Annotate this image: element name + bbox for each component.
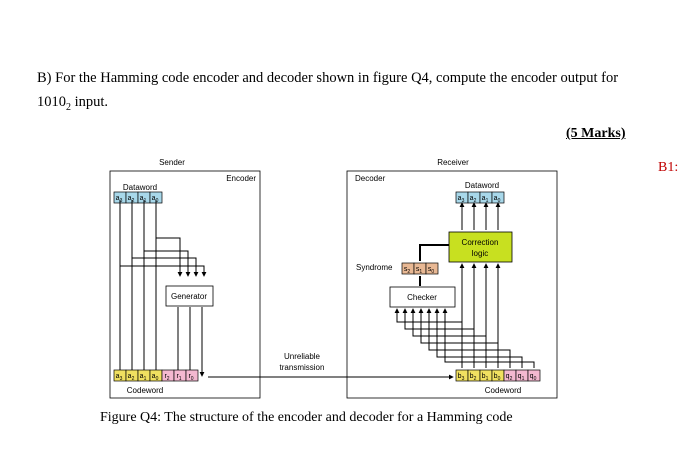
bit-label: s0 xyxy=(428,266,435,275)
sender-dataword-label: Dataword xyxy=(123,183,157,192)
sender-codeword-bits: a3 a2 a1 a0 r2 r1 r0 xyxy=(113,369,199,382)
bit-label: r1 xyxy=(176,373,181,382)
encoder-label: Encoder xyxy=(226,174,256,183)
b1-label: B1: xyxy=(658,160,679,175)
unreliable-label-2: transmission xyxy=(280,363,325,372)
correction-logic-box xyxy=(448,231,513,263)
correction-label-1: Correction xyxy=(462,238,499,247)
bit-label: a0 xyxy=(152,195,159,204)
correction-label-2: logic xyxy=(472,249,488,258)
bit-label: a3 xyxy=(116,195,123,204)
sender-codeword-label: Codeword xyxy=(127,386,163,395)
bit-label: a0 xyxy=(494,195,501,204)
bit-label: b1 xyxy=(482,373,489,382)
bit-label: a0 xyxy=(152,373,159,382)
receiver-frame xyxy=(346,170,558,399)
decoder-label: Decoder xyxy=(355,174,386,183)
bit-cell xyxy=(425,262,439,275)
question-input-value: 1010 xyxy=(37,94,66,110)
unreliable-label-1: Unreliable xyxy=(284,352,321,361)
bit-cell xyxy=(527,369,541,382)
bit-label: b3 xyxy=(458,373,465,382)
bit-label: b0 xyxy=(494,373,501,382)
bit-cell xyxy=(185,369,199,382)
question-text-before: B) For the Hamming code encoder and deco… xyxy=(37,70,619,86)
bit-label: q1 xyxy=(518,373,525,382)
receiver-codeword-bits: b3 b2 b1 b0 q2 q1 q0 xyxy=(455,369,541,382)
question-input-base: 2 xyxy=(66,101,71,113)
bit-label: a3 xyxy=(458,195,465,204)
receiver-label: Receiver xyxy=(437,158,469,167)
bit-label: s2 xyxy=(404,266,411,275)
bit-label: a1 xyxy=(482,195,489,204)
sender-frame xyxy=(109,170,261,399)
bit-label: a2 xyxy=(470,195,477,204)
checker-label: Checker xyxy=(407,293,437,302)
syndrome-bits: s2 s1 s0 xyxy=(401,262,439,275)
marks-label: (5 Marks) xyxy=(566,126,626,141)
sender-dataword-bits: a3 a2 a1 a0 xyxy=(113,191,163,204)
bit-label: q0 xyxy=(530,373,537,382)
question-text-after: input. xyxy=(71,94,109,110)
generator-label: Generator xyxy=(171,292,207,301)
bit-label: a2 xyxy=(128,373,135,382)
generator-box xyxy=(165,285,214,307)
bit-label: s1 xyxy=(416,266,423,275)
bit-label: b2 xyxy=(470,373,477,382)
sender-label: Sender xyxy=(159,158,185,167)
receiver-dataword-bits: a3 a2 a1 a0 xyxy=(455,191,505,204)
receiver-codeword-label: Codeword xyxy=(485,386,521,395)
bit-label: r2 xyxy=(164,373,169,382)
bit-label: r0 xyxy=(188,373,193,382)
figure-caption: Figure Q4: The structure of the encoder … xyxy=(100,410,513,425)
question-text: B) For the Hamming code encoder and deco… xyxy=(37,66,677,120)
bit-label: q2 xyxy=(506,373,513,382)
bit-label: a2 xyxy=(128,195,135,204)
bit-label: a3 xyxy=(116,373,123,382)
checker-box xyxy=(389,286,456,308)
syndrome-label: Syndrome xyxy=(356,263,393,272)
receiver-dataword-label: Dataword xyxy=(465,181,499,190)
bit-label: a1 xyxy=(140,373,147,382)
bit-label: a1 xyxy=(140,195,147,204)
